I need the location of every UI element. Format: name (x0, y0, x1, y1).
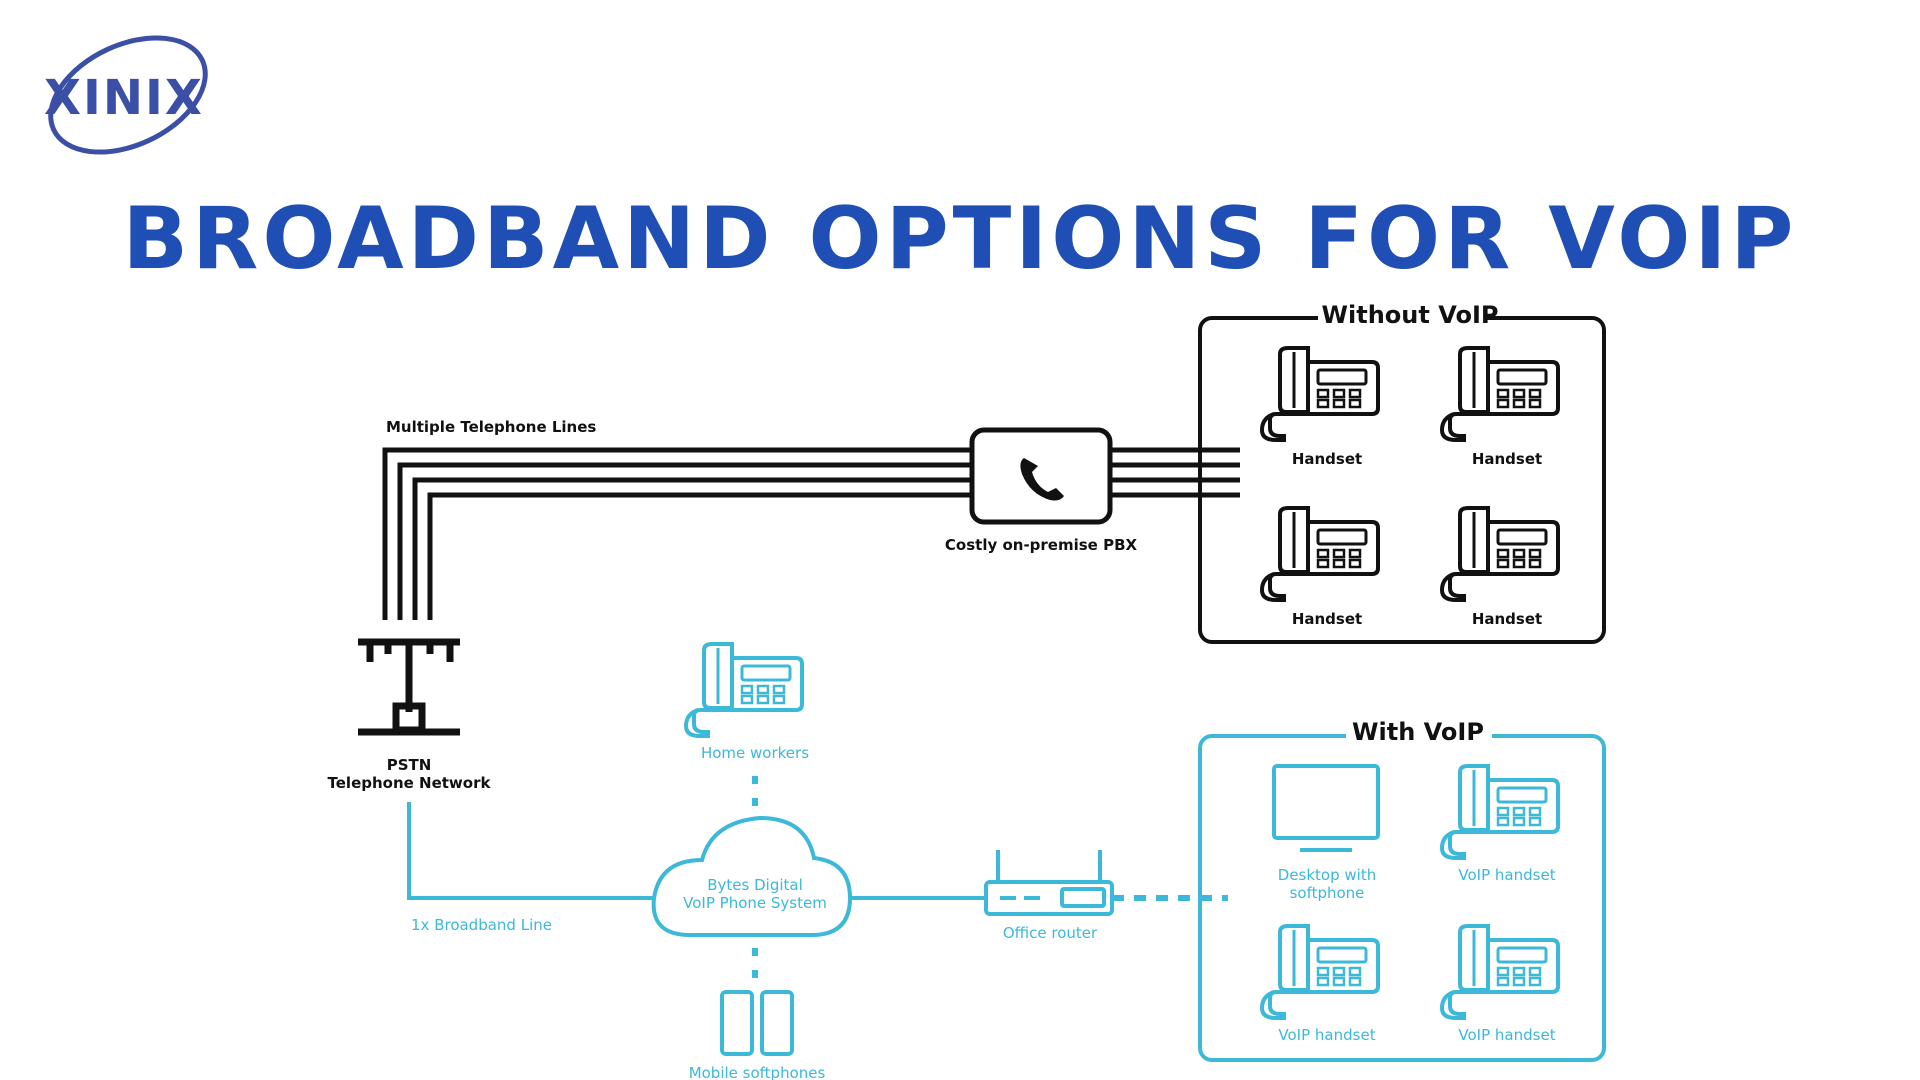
handset-icon (1260, 506, 1380, 602)
page-title: BROADBAND OPTIONS FOR VOIP (123, 189, 1798, 289)
desktop-sub-label: softphone (1290, 884, 1365, 902)
router-icon (984, 850, 1114, 916)
pstn-label: PSTN (387, 756, 432, 774)
xinix-logo: XINIX (44, 35, 208, 155)
handset-label: Handset (1292, 450, 1362, 468)
desktop-label: Desktop with (1278, 866, 1376, 884)
broadband-line (407, 802, 658, 900)
voip-handset-label: VoIP handset (1458, 1026, 1555, 1044)
handset-icon (1440, 346, 1560, 442)
pstn-sub-label: Telephone Network (328, 774, 492, 792)
handset-label: Handset (1472, 450, 1542, 468)
desktop-monitor-icon (1272, 764, 1380, 852)
voip-section (407, 718, 1606, 1062)
home-worker-phone-icon (684, 642, 804, 738)
pstn-tower-icon (358, 638, 460, 736)
cloud-sub-label: VoIP Phone System (683, 894, 827, 912)
voip-handset-label: VoIP handset (1278, 1026, 1375, 1044)
handset-label: Handset (1292, 610, 1362, 628)
home-workers-label: Home workers (701, 744, 809, 762)
pbx-box (969, 427, 1113, 525)
router-label: Office router (1003, 924, 1098, 942)
logo-text: XINIX (44, 70, 204, 126)
lines-label: Multiple Telephone Lines (386, 418, 596, 436)
broadband-label: 1x Broadband Line (411, 916, 552, 934)
legacy-section (358, 300, 1606, 736)
mobile-phones-icon (720, 990, 794, 1056)
pbx-label: Costly on-premise PBX (945, 536, 1138, 554)
telephone-lines (382, 447, 1240, 620)
voip-handset-icon (1440, 924, 1560, 1020)
handset-icon (1440, 506, 1560, 602)
handset-label: Handset (1472, 610, 1542, 628)
voip-handset-icon (1440, 764, 1560, 860)
cloud-label: Bytes Digital (707, 876, 803, 894)
with-voip-title: With VoIP (1352, 718, 1484, 746)
voip-handset-icon (1260, 924, 1380, 1020)
phone-icon (1020, 458, 1064, 501)
voip-handset-label: VoIP handset (1458, 866, 1555, 884)
handset-icon (1260, 346, 1380, 442)
mobile-label: Mobile softphones (689, 1064, 826, 1080)
without-voip-title: Without VoIP (1322, 301, 1499, 329)
